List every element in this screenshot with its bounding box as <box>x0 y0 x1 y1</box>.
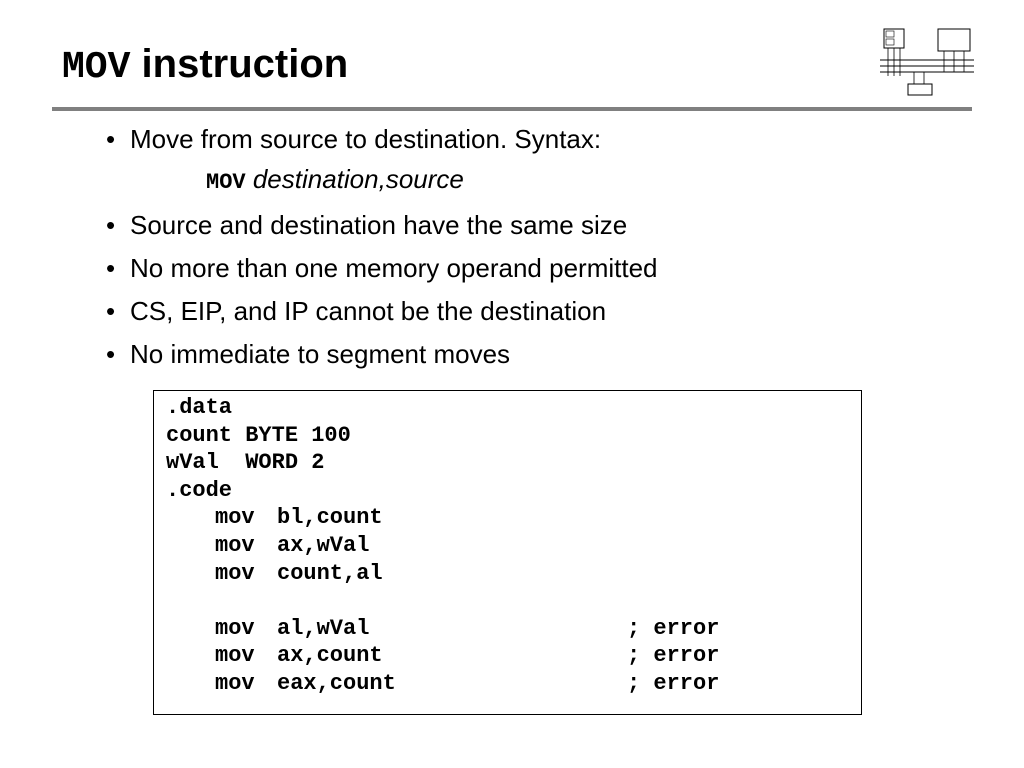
code-line: .data <box>166 394 719 422</box>
title-divider <box>52 107 972 111</box>
code-text: ax,wVal <box>277 532 370 558</box>
bullet-item: Move from source to destination. Syntax: <box>106 118 658 161</box>
code-text: ax,count <box>277 643 383 669</box>
bullet-item: Source and destination have the same siz… <box>106 204 658 247</box>
code-text: .code <box>166 477 233 503</box>
code-text: BYTE 100 <box>245 422 351 448</box>
syntax-keyword: MOV <box>206 170 246 195</box>
code-comment: ; error <box>627 670 720 696</box>
code-line: mov ax,count ; error <box>166 642 719 670</box>
title-mov-keyword: MOV <box>62 46 131 89</box>
code-line: mov count,al <box>166 560 719 588</box>
code-text: .data <box>166 395 233 420</box>
code-text: count,al <box>277 560 383 586</box>
bullet-list: Move from source to destination. Syntax:… <box>106 118 658 376</box>
code-text: count <box>166 422 233 448</box>
code-blank-line <box>166 587 719 615</box>
code-line: mov eax,count ; error <box>166 670 719 698</box>
code-text: mov <box>215 670 255 696</box>
code-line: wVal WORD 2 <box>166 449 719 477</box>
code-box: .data count BYTE 100 wVal WORD 2 .code m… <box>153 390 862 715</box>
code-text: mov <box>215 532 255 558</box>
code-text: al,wVal <box>277 615 370 641</box>
code-listing: .data count BYTE 100 wVal WORD 2 .code m… <box>166 394 719 698</box>
code-text: eax,count <box>277 670 396 696</box>
code-line: .code <box>166 477 719 505</box>
bullet-item: No immediate to segment moves <box>106 333 658 376</box>
code-text: mov <box>215 615 255 641</box>
code-line: mov al,wVal ; error <box>166 615 719 643</box>
code-text: WORD 2 <box>245 450 325 476</box>
code-line: mov bl,count <box>166 504 719 532</box>
bullet-item: No more than one memory operand permitte… <box>106 247 658 290</box>
code-text: wVal <box>166 450 219 476</box>
code-text: bl,count <box>277 505 383 531</box>
code-text: mov <box>215 643 255 669</box>
code-text: mov <box>215 560 255 586</box>
syntax-line: MOV destination,source <box>206 158 464 204</box>
title-text: instruction <box>130 42 349 86</box>
cpu-memory-bus-diagram-icon <box>880 28 974 96</box>
code-text: mov <box>215 505 255 531</box>
code-comment: ; error <box>627 643 720 669</box>
bullet-item: CS, EIP, and IP cannot be the destinatio… <box>106 290 658 333</box>
code-line: mov ax,wVal <box>166 532 719 560</box>
code-comment: ; error <box>627 615 720 641</box>
code-line: count BYTE 100 <box>166 422 719 450</box>
syntax-arguments: destination,source <box>252 164 464 194</box>
slide-title: MOV instruction <box>62 38 348 94</box>
